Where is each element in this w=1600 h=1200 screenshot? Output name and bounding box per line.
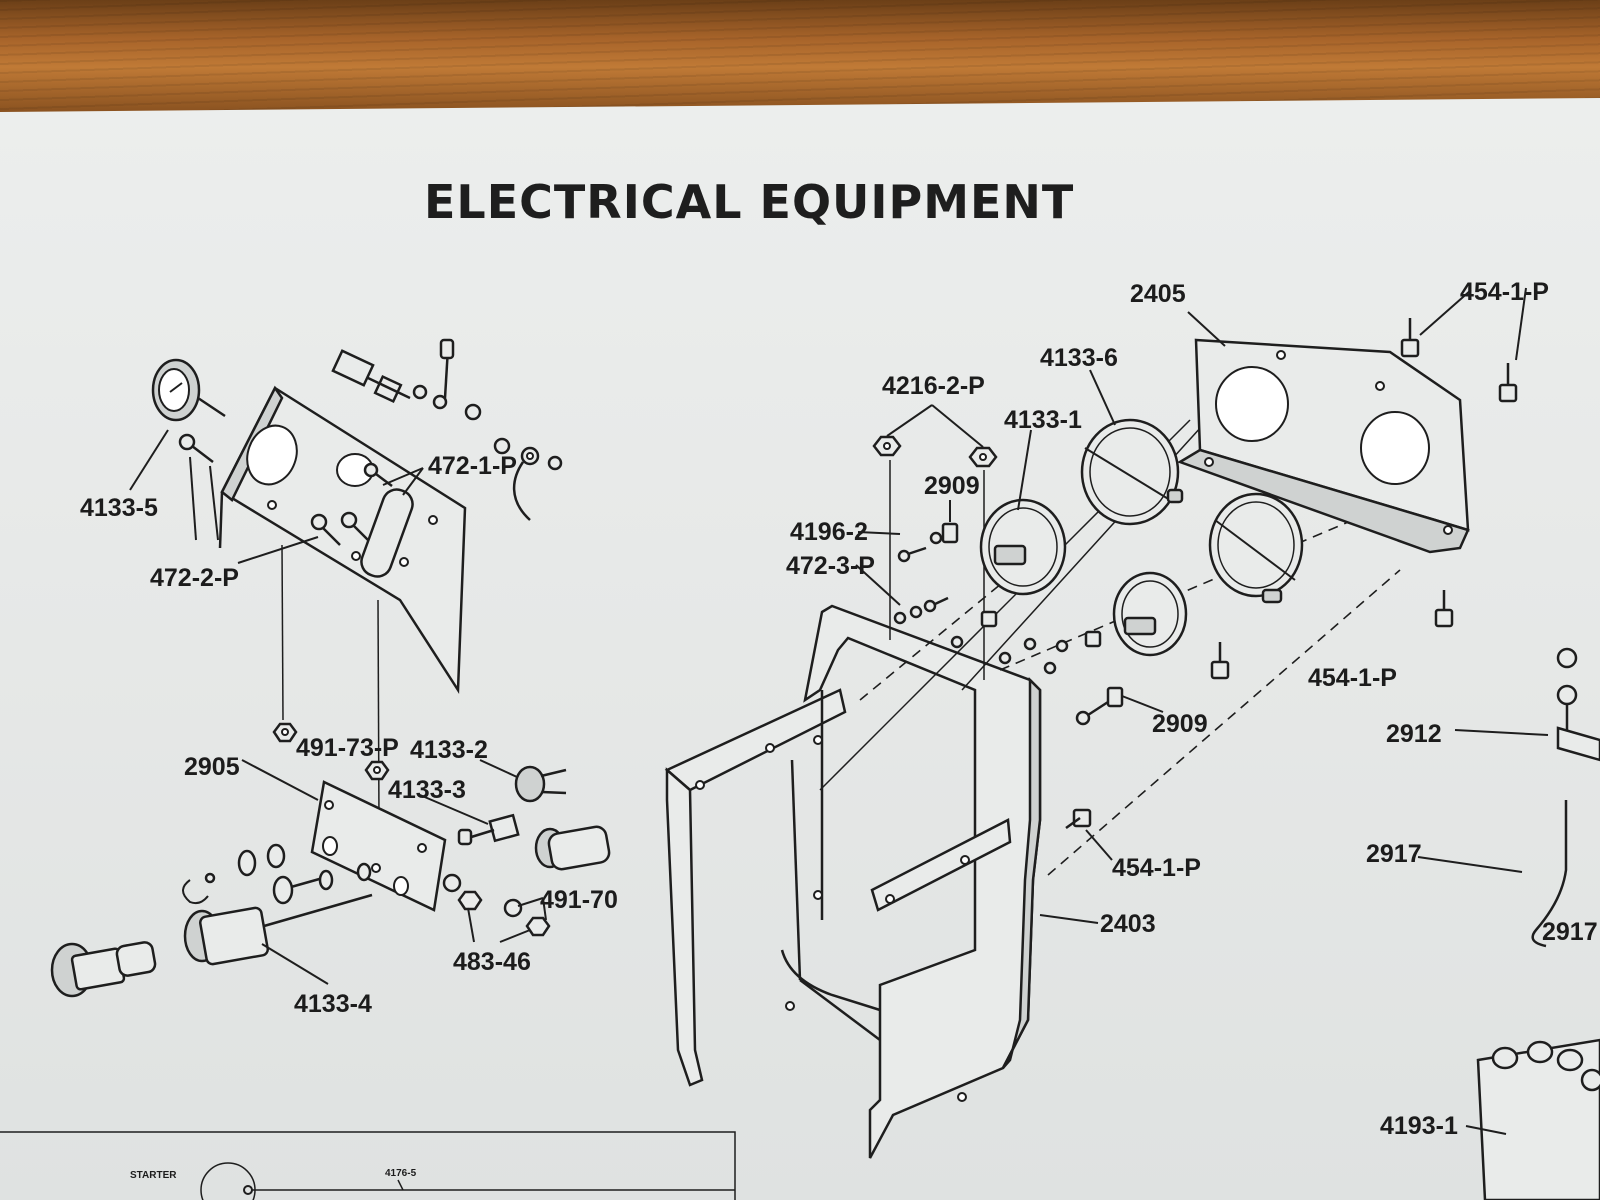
- battery-holddown: [1531, 647, 1600, 948]
- instrument-frame-2403: [664, 604, 1042, 1159]
- parts-diagram-sheet: ELECTRICAL EQUIPMENT: [0, 98, 1600, 1200]
- callout-472-2-p: 472-2-P: [150, 564, 239, 592]
- toggle-switch: [457, 813, 520, 846]
- callout-4133-6: 4133-6: [1040, 344, 1118, 372]
- lighter-knob: [50, 941, 157, 998]
- hex-nut: [364, 760, 390, 781]
- panel-bolt: [310, 513, 341, 546]
- callout-454-1-p-low: 454-1-P: [1112, 854, 1201, 882]
- lighter-element: [534, 825, 611, 871]
- starter-label: STARTER: [130, 1170, 177, 1181]
- screw-4196-2: [897, 546, 927, 563]
- gauge-opening: [1215, 366, 1289, 442]
- callout-454-1-p-mid: 454-1-P: [1308, 664, 1397, 692]
- callout-4133-2: 4133-2: [410, 736, 488, 764]
- gauge-temperature: [1112, 571, 1188, 657]
- panel-bolt-hole: [267, 500, 277, 510]
- switch-mounting-plate: [310, 780, 447, 912]
- callout-2912: 2912: [1386, 720, 1442, 748]
- callout-2909-lower: 2909: [1152, 710, 1208, 738]
- callout-4216-2-p: 4216-2-P: [882, 372, 985, 400]
- ammeter-gauge: [151, 358, 226, 422]
- callout-leaders: [129, 287, 1549, 1135]
- callout-4133-1: 4133-1: [1004, 406, 1082, 434]
- diagram-title: ELECTRICAL EQUIPMENT: [424, 175, 1074, 229]
- gauge-4133-6: [1080, 418, 1184, 526]
- exploded-parts-diagram: ELECTRICAL EQUIPMENT: [0, 175, 1600, 1200]
- washer-stack: [182, 843, 372, 905]
- wire-part-label: 4176-5: [385, 1168, 417, 1179]
- callout-491-70: 491-70: [540, 886, 618, 914]
- wooden-tabletop: [0, 0, 1600, 112]
- callout-4133-3: 4133-3: [388, 776, 466, 804]
- gauge-oil: [1208, 492, 1304, 604]
- panel-bolt: [363, 462, 393, 487]
- callout-483-46: 483-46: [453, 948, 531, 976]
- nut-and-washer: [442, 873, 551, 937]
- cap-screw: [1065, 808, 1092, 830]
- panel-bolt-hole: [351, 551, 361, 561]
- gauge-needle: [169, 382, 183, 393]
- gauge-hole: [246, 424, 298, 486]
- hex-nut: [872, 435, 902, 457]
- panel-bolt: [340, 511, 369, 541]
- panel-bolt-hole: [399, 557, 409, 567]
- wiring-diagram-inset: STARTER 4176-5: [0, 1131, 736, 1200]
- cap-screw: [1434, 590, 1454, 628]
- gauge-screws: [950, 610, 1102, 675]
- ring-terminal-wire: [493, 437, 563, 521]
- callout-472-1-p: 472-1-P: [428, 452, 517, 480]
- cap-screw: [1498, 363, 1518, 403]
- clamp-2909: [929, 522, 959, 545]
- callout-4196-2: 4196-2: [790, 518, 868, 546]
- gauge-4133-1: [979, 498, 1067, 596]
- panel-bolt: [178, 433, 214, 463]
- terminal-switch: [331, 349, 482, 421]
- light-switch: [514, 765, 567, 803]
- hex-nut: [968, 446, 998, 468]
- callout-4193-1: 4193-1: [1380, 1112, 1458, 1140]
- panel-bolt-hole: [428, 515, 438, 525]
- cap-screw: [1400, 318, 1420, 358]
- callout-4133-5: 4133-5: [80, 494, 158, 522]
- callout-2917-right: 2917: [1542, 918, 1598, 946]
- battery: [1476, 1038, 1600, 1200]
- callout-2403: 2403: [1100, 910, 1156, 938]
- screw-472-3-p: [893, 596, 949, 625]
- gauge-opening: [1360, 411, 1430, 485]
- callout-454-1-p-top: 454-1-P: [1460, 278, 1549, 306]
- slot-bracket: [360, 488, 414, 578]
- callout-472-3-p: 472-3-P: [786, 552, 875, 580]
- callout-2917: 2917: [1366, 840, 1422, 868]
- gauge-stud: [197, 396, 226, 418]
- cap-screw: [1210, 642, 1230, 680]
- dash-panel-flange: [218, 491, 224, 549]
- callout-491-73-p: 491-73-P: [296, 734, 399, 762]
- terminal-post: [439, 338, 455, 399]
- cigar-lighter: [183, 893, 373, 966]
- clamp-2909-lower: [1075, 686, 1124, 726]
- gauge-mounting-panel: [1177, 338, 1470, 554]
- hex-nut: [272, 722, 298, 743]
- callout-4133-4: 4133-4: [294, 990, 372, 1018]
- callout-2909-upper: 2909: [924, 472, 980, 500]
- dash-panel-assembly: [218, 385, 467, 695]
- callout-2905: 2905: [184, 753, 240, 781]
- callout-2405: 2405: [1130, 280, 1186, 308]
